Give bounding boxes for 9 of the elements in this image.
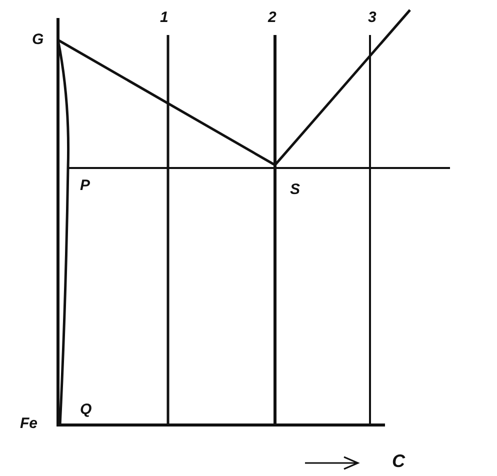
axis-label: 2 [268, 10, 276, 25]
axis-label: C [392, 452, 405, 470]
axis-label: 3 [368, 10, 376, 25]
axis-label: S [290, 182, 300, 197]
axis-label: G [32, 32, 44, 47]
axis-label: 1 [160, 10, 168, 25]
axis-label: P [80, 178, 90, 193]
axis-label: Fe [20, 416, 38, 431]
axis-label: Q [80, 402, 92, 417]
